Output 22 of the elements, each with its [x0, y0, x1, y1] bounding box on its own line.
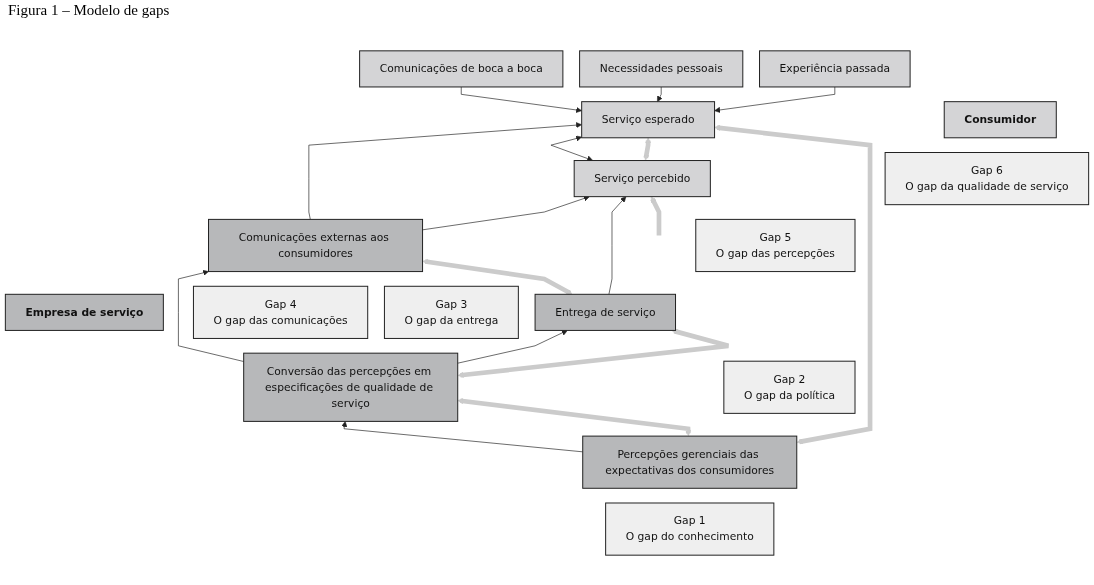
arrow: [714, 125, 873, 445]
node-box: Empresa de serviço: [4, 293, 164, 331]
node-box: Conversão das percepções em especificações de qualidade de serviço: [243, 352, 459, 422]
node-box: Gap 1 O gap do conhecimento: [605, 502, 775, 556]
node-box: Comunicações de boca a boca: [359, 50, 564, 88]
node-box: Entrega de serviço: [534, 293, 676, 331]
node-box: Gap 2 O gap da política: [723, 360, 856, 414]
arrow: [457, 398, 692, 437]
node-box: Gap 6 O gap da qualidade de serviço: [884, 152, 1090, 206]
node-box: Serviço percebido: [573, 160, 711, 198]
node-box: Percepções gerenciais das expectativas dos consumidores: [582, 435, 798, 489]
arrow: [650, 196, 662, 236]
node-box: Necessidades pessoais: [579, 50, 744, 88]
node-box: Gap 4 O gap das comunicações: [192, 285, 369, 339]
node-box: Gap 5 O gap das percepções: [695, 218, 856, 273]
node-box: Comunicações externas aos consumidores: [208, 218, 424, 273]
figure-title: Figura 1 – Modelo de gaps: [8, 2, 171, 20]
node-box: Serviço esperado: [581, 101, 716, 139]
node-box: Experiência passada: [759, 50, 911, 88]
arrow: [422, 259, 573, 296]
node-box: Gap 3 O gap da entrega: [383, 285, 519, 339]
node-box: Consumidor: [943, 101, 1057, 139]
